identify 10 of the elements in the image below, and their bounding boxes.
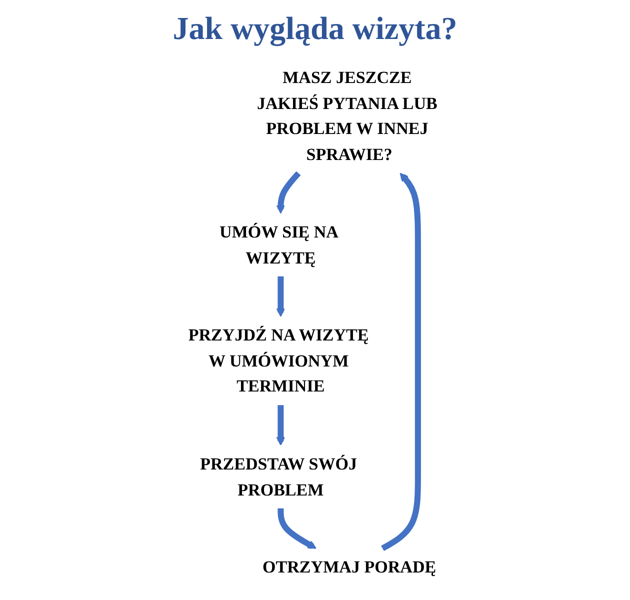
node-text: PRZEDSTAW SWÓJ PROBLEM xyxy=(200,454,358,499)
node-text: MASZ JESZCZE JAKIEŚ PYTANIA LUB PROBLEM W INNEJ SPRAWIE? xyxy=(256,68,438,164)
arrow xyxy=(276,405,286,446)
node-text: PRZYJDŹ NA WIZYTĘ W UMÓWIONYM TERMINIE xyxy=(188,326,369,396)
arrow xyxy=(381,172,421,552)
node-text: UMÓW SIĘ NA WIZYTĘ xyxy=(220,222,338,267)
node-text: OTRZYMAJ PORADĘ xyxy=(262,557,436,576)
arrow xyxy=(276,171,301,214)
title: Jak wygląda wizyta? xyxy=(172,9,458,48)
arrow xyxy=(276,276,286,317)
